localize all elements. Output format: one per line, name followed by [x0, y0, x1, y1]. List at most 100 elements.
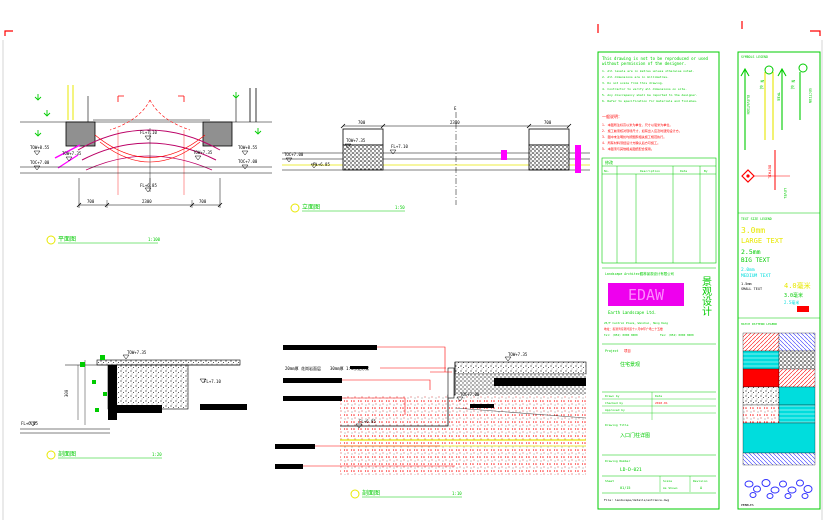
callout-bar-4 [275, 444, 315, 449]
revision-col-no: No. [604, 169, 610, 173]
drawing-title: 入口门柱详图 [620, 432, 650, 439]
text-size-1-label: LARGE TEXT [741, 237, 784, 245]
plan-tow-right: TOW+8.55 [238, 145, 258, 150]
north-marker-1 [764, 65, 774, 75]
north-label-1: N 北 [760, 80, 765, 89]
elevation-pillar-left [342, 144, 384, 171]
text-size-2: 2.5mm [741, 248, 761, 256]
project-name: 住宅景观 [620, 361, 640, 368]
notes-cn-5: 5. 本图须与其他相关图纸配合使用。 [602, 146, 654, 151]
drawn-by: Drawn by [605, 394, 620, 398]
company-cn: 园林景观设计有限公司 [640, 271, 674, 276]
hatch-header: HATCH PATTERN LEGEND [741, 322, 777, 326]
checked-by: Checked by [605, 401, 623, 405]
elevation-pillar-right [528, 144, 570, 171]
drawing-title-label: Drawing Title [605, 423, 629, 427]
small-section-title: 剖面图 1:20 [46, 450, 162, 460]
plan-fl-bottom: FL+6.85 [140, 183, 157, 188]
large-section-toc: TOC+7.00 [460, 392, 480, 397]
brand-logo-text: EDAW [628, 286, 665, 304]
plan-view: TOW+8.55 TOC+7.00 TOW+7.35 TOW+7.35 FL+7… [20, 85, 272, 208]
sheet-label: Sheet [605, 479, 614, 483]
scale-value: As Shown [663, 486, 678, 490]
legend-footer: PEBBLES [741, 503, 754, 507]
elevation-title: 立面图 1:50 [290, 203, 405, 213]
north-label-2: N 北 [791, 80, 796, 89]
approved-by: Approved by [605, 408, 625, 412]
notes-en-2: 2. All dimensions are in millimetres. [602, 75, 669, 79]
large-section-title: 剖面图 1:10 [350, 489, 462, 499]
notes-head-line-1: This drawing is not to be reproduced or … [602, 56, 709, 61]
gate-pillar-right [202, 121, 233, 147]
plan-dim-mid: 2300 [142, 199, 152, 204]
notes-cn-1: 1. 本图所注标高以米为单位，尺寸以毫米为单位。 [602, 122, 673, 127]
plan-tow-b: TOW+7.35 [193, 150, 213, 155]
drawing-number: LD-D-021 [620, 467, 642, 473]
text-size-3-label: MEDIUM TEXT [741, 273, 771, 279]
elevation-pillar-right-cap [528, 128, 570, 146]
notes-en-5: 5. Any discrepancy shall be reported to … [602, 93, 698, 97]
small-section-title-marker [46, 450, 56, 460]
elevation-fl-left: FL+6.85 [313, 162, 330, 167]
cn-size-1: 4.0毫米 [784, 281, 811, 290]
corner-mark-tl [4, 30, 13, 36]
project-cn: 项目 [624, 349, 631, 353]
sheet-value: 01/15 [620, 486, 631, 490]
plant-arrow-icons [34, 92, 262, 137]
notes-en-4: 4. Contractor to verify all dimensions o… [602, 87, 687, 91]
elevation-title-text: 立面图 [302, 203, 320, 211]
callout-bar-1 [283, 345, 377, 350]
legend-label-e: LEVEL [783, 188, 787, 199]
revision-col-desc: Description [640, 169, 660, 173]
text-size-4: 1.5mm [741, 282, 752, 286]
large-section-note-2: 30mm厚 1:3水泥砂浆 [330, 365, 369, 371]
company-fax: Fax: (852) 0000 0000 [660, 333, 694, 337]
notes-en-3: 3. Do not scale from this drawing. [602, 81, 664, 85]
small-section-dim: 300 [64, 389, 69, 397]
cn-size-2: 3.0毫米 [784, 292, 803, 299]
title-block-panel: This drawing is not to be reproduced or … [597, 51, 720, 510]
footer-text: File: landscape/details/entrance.dwg [604, 498, 669, 502]
legend-panel: SYMBOLS LEGEND N 北 N 北 TREE ELEVATION SE… [737, 51, 821, 510]
corner-mark-tr [810, 30, 821, 36]
revision-col-by: By [704, 169, 708, 173]
legend-label-d: DETAIL [768, 165, 773, 179]
large-section-view: TOW+7.35 TOC+7.00 FL+6.85 20mm厚 花岗岩面层 30… [275, 345, 587, 475]
text-size-2-label: BIG TEXT [741, 257, 770, 264]
north-marker-2 [798, 63, 808, 73]
hatch-swatches [742, 332, 816, 466]
brand-logo [608, 283, 684, 306]
elevation-toc: TOC+7.00 [284, 152, 304, 157]
notes-head-line-2: without permission of the designer. [602, 61, 686, 66]
elevation-scale: 1:50 [395, 205, 405, 210]
small-section-view: TOW+7.35 FL+7.10 FL+6.85 300 [20, 350, 247, 434]
notes-cn-title: 一般说明： [602, 113, 622, 119]
text-size-1: 3.0mm [741, 226, 765, 235]
legend-label-b: ELEVATION [746, 95, 750, 114]
date-value: 2010.01 [655, 401, 668, 405]
pebble-legend [744, 479, 813, 499]
small-section-scale: 1:20 [152, 452, 162, 457]
plan-tow-left: TOW+8.55 [30, 145, 50, 150]
legend-label-a: TREE [777, 92, 782, 102]
small-section-fl-right: FL+7.10 [204, 379, 221, 384]
revision-table-title: 修改 [605, 159, 613, 165]
plan-toc-right: TOC+7.00 [238, 159, 258, 164]
revision-label: Revision [693, 479, 708, 483]
north-arrow-icons [740, 67, 801, 150]
plan-title: 平面图 1:100 [46, 235, 161, 245]
plan-scale: 1:100 [148, 237, 161, 242]
company-label: Landscape Architect [605, 272, 642, 276]
drawing-number-label: Drawing Number [605, 459, 630, 463]
large-section-scale: 1:10 [452, 491, 462, 496]
small-section-tow: TOW+7.35 [127, 350, 147, 355]
notes-cn-2: 2. 施工前须核对现场尺寸，如有出入应及时通知设计方。 [602, 128, 682, 133]
project-label: Project [605, 349, 619, 353]
notes-en-6: 6. Refer to specification for materials … [602, 99, 698, 103]
large-section-title-marker [350, 489, 360, 499]
small-section-wall [107, 364, 189, 410]
text-size-4-label: SMALL TEXT [741, 287, 763, 291]
callout-bar-3 [283, 396, 342, 401]
small-section-title-text: 剖面图 [58, 450, 76, 458]
